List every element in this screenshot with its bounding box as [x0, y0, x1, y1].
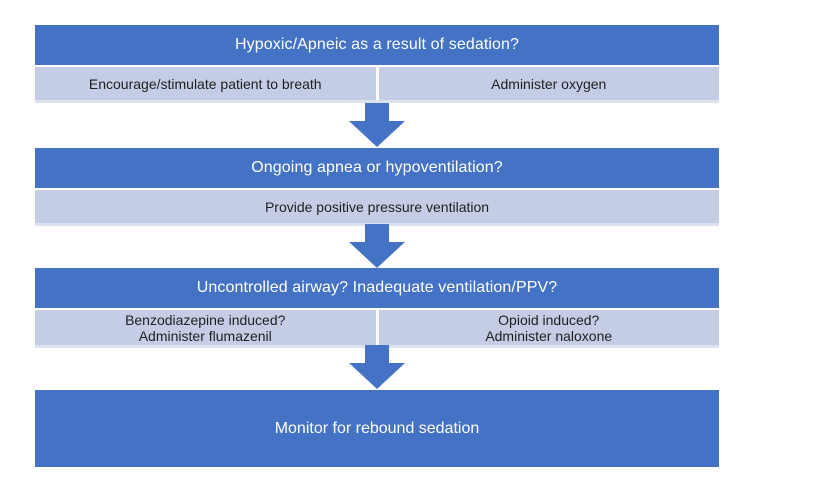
step3-action-row: Benzodiazepine induced? Administer fluma…: [35, 310, 719, 348]
action-line-1: Benzodiazepine induced?: [125, 311, 286, 328]
step1-action-cell-left: Encourage/stimulate patient to breath: [35, 67, 376, 100]
step2-action-row: Provide positive pressure ventilation: [35, 190, 719, 226]
step1-question-header: Hypoxic/Apneic as a result of sedation?: [35, 25, 719, 65]
down-arrow-icon: [349, 103, 405, 147]
action-text: Provide positive pressure ventilation: [264, 198, 490, 215]
step3-question-header: Uncontrolled airway? Inadequate ventilat…: [35, 268, 719, 308]
down-arrow-icon: [349, 345, 405, 389]
action-line-2: Administer flumazenil: [138, 327, 272, 344]
step2-action-cell: Provide positive pressure ventilation: [35, 190, 719, 223]
step1-action-cell-right: Administer oxygen: [378, 67, 719, 100]
step3-action-cell-left: Benzodiazepine induced? Administer fluma…: [35, 310, 376, 345]
step3-action-cell-right: Opioid induced? Administer naloxone: [378, 310, 719, 345]
terminal-step: Monitor for rebound sedation: [35, 390, 719, 467]
action-text: Encourage/stimulate patient to breath: [88, 75, 322, 92]
down-arrow-icon: [349, 224, 405, 268]
action-line-2: Administer naloxone: [485, 327, 613, 344]
action-text: Administer oxygen: [491, 75, 607, 92]
action-line-1: Opioid induced?: [498, 311, 600, 328]
step1-action-row: Encourage/stimulate patient to breath Ad…: [35, 67, 719, 103]
step2-question-header: Ongoing apnea or hypoventilation?: [35, 148, 719, 188]
